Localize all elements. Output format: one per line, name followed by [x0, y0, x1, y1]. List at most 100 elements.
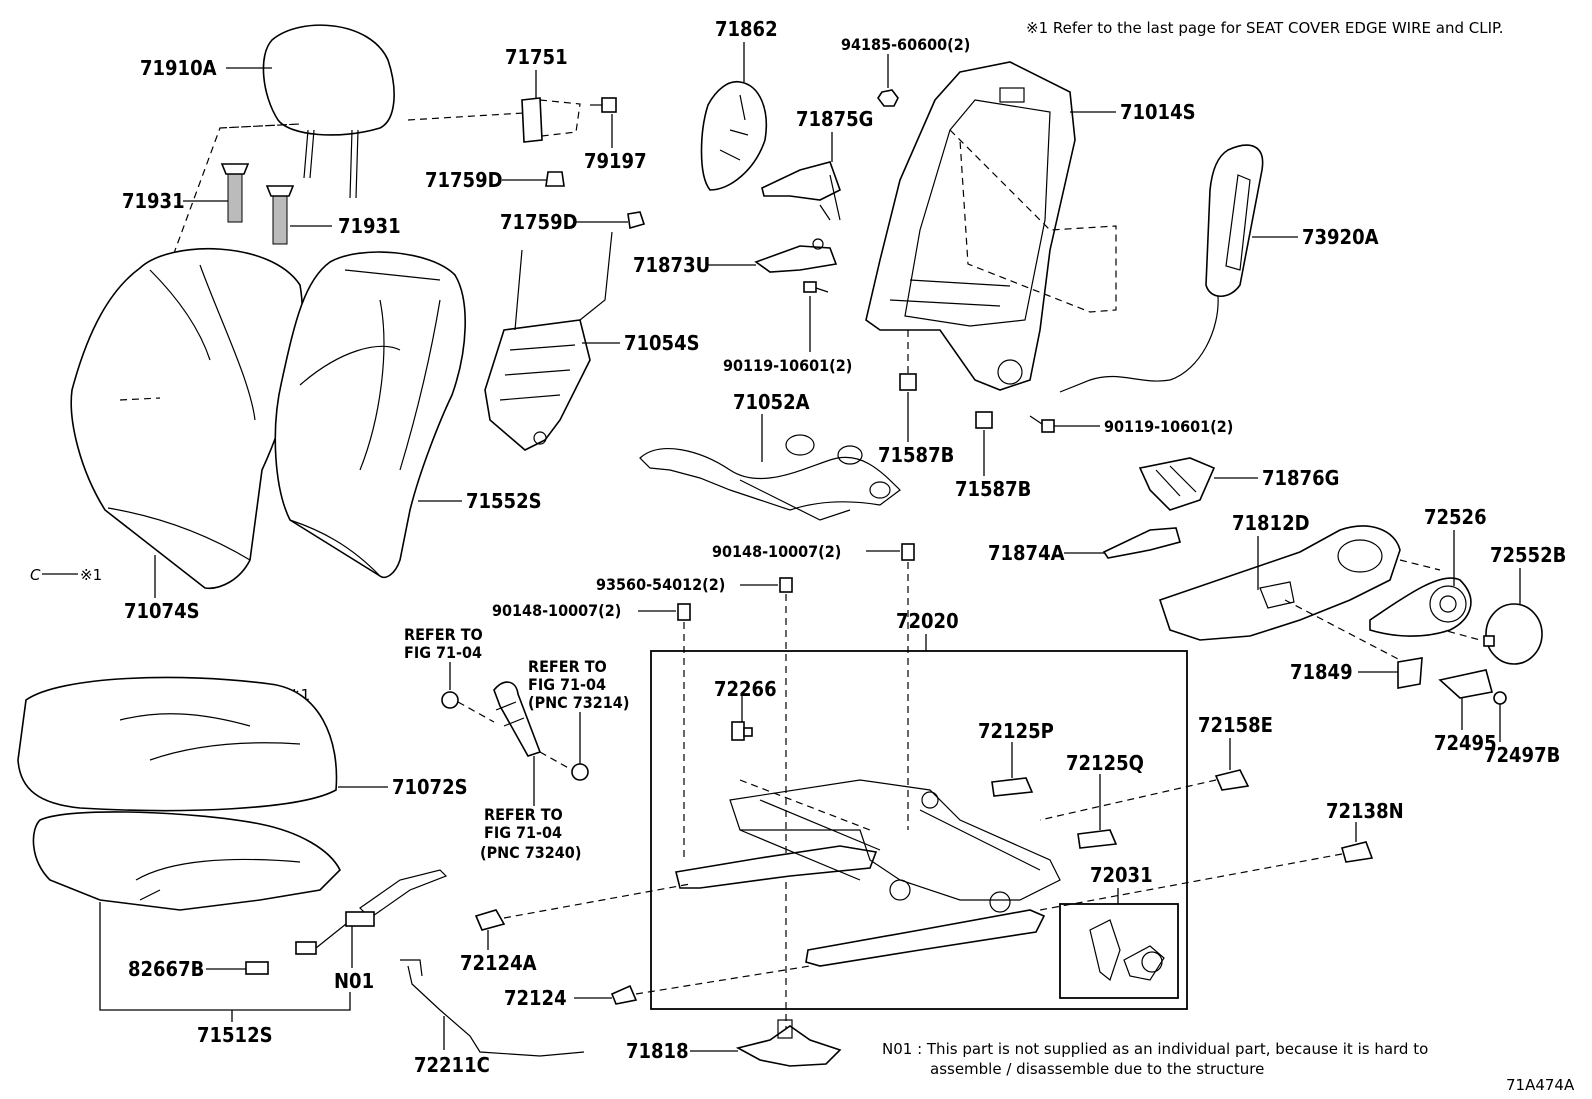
part-label-72020: 72020 — [896, 609, 959, 633]
bolt-90148-b-part[interactable] — [677, 603, 691, 621]
seatback-cover-part[interactable] — [70, 247, 304, 589]
armrest-lever-part[interactable] — [493, 681, 542, 757]
headrest-part[interactable] — [262, 24, 395, 199]
adjuster-assembly-box — [650, 650, 1188, 1010]
recliner-cover-part[interactable] — [1369, 577, 1472, 637]
bracket-71818-part[interactable] — [735, 1019, 842, 1067]
part-label-71873U: 71873U — [633, 253, 710, 277]
cover-72124-part[interactable] — [610, 984, 638, 1005]
refer-note-3-line3: (PNC 73240) — [480, 843, 581, 862]
clip-71759d-part[interactable] — [545, 171, 646, 230]
part-label-90119-10601-b: 90119-10601(2) — [1104, 417, 1233, 436]
part-label-90119-10601-a: 90119-10601(2) — [723, 356, 852, 375]
part-label-71072S: 71072S — [392, 775, 468, 799]
refer-note-1-line1: REFER TO — [404, 625, 483, 644]
connector-82667b-part[interactable] — [245, 961, 269, 975]
header-note: ※1 Refer to the last page for SEAT COVER… — [1026, 19, 1503, 37]
part-label-72211C: 72211C — [414, 1053, 490, 1077]
bolt-90119-b-part[interactable] — [1029, 415, 1055, 433]
part-label-71862: 71862 — [715, 17, 778, 41]
side-airbag-part[interactable] — [1059, 144, 1264, 393]
seatback-pad-part[interactable] — [274, 251, 466, 579]
seatback-frame-part[interactable] — [865, 61, 1117, 391]
part-label-71874A: 71874A — [988, 541, 1065, 565]
side-airbag-cover-part[interactable] — [700, 80, 767, 191]
refer-note-2-line1: REFER TO — [528, 657, 607, 676]
seat-heater-harness-part[interactable] — [639, 434, 901, 521]
part-label-72526: 72526 — [1424, 505, 1487, 529]
headrest-guide-part[interactable] — [220, 163, 295, 245]
bolt-90148-a-part[interactable] — [901, 543, 915, 561]
clip-72125q-part[interactable] — [1077, 829, 1118, 849]
screw-93560-part[interactable] — [779, 577, 793, 593]
bracket-72031-part[interactable] — [1089, 919, 1165, 982]
bracket-71874a-part[interactable] — [1102, 527, 1181, 559]
bracket-71875g-part[interactable] — [761, 161, 841, 221]
part-label-71931-a: 71931 — [122, 189, 185, 213]
bracket-72266-part[interactable] — [731, 721, 753, 741]
part-label-71512S: 71512S — [197, 1023, 273, 1047]
part-label-71876G: 71876G — [1262, 466, 1339, 490]
refer-note-1-line2: FIG 71-04 — [404, 643, 482, 662]
seat-cushion-cover-part[interactable] — [17, 676, 338, 812]
part-label-72031: 72031 — [1090, 863, 1153, 887]
lock-bracket-part[interactable] — [521, 97, 617, 143]
part-label-73920A: 73920A — [1302, 225, 1379, 249]
part-label-71849: 71849 — [1290, 660, 1353, 684]
clip-71587b-part[interactable] — [899, 373, 993, 429]
part-label-72125Q: 72125Q — [1066, 751, 1144, 775]
seat-shield-part[interactable] — [1158, 525, 1401, 641]
bolt-90119-a-part[interactable] — [803, 281, 829, 293]
refer-note-3-line1: REFER TO — [484, 805, 563, 824]
part-label-94185-60600: 94185-60600(2) — [841, 35, 970, 54]
part-label-72552B: 72552B — [1490, 543, 1566, 567]
cover-72495-part[interactable] — [1438, 669, 1494, 699]
bracket-71873u-part[interactable] — [754, 238, 838, 273]
part-label-79197: 79197 — [584, 149, 647, 173]
clip-72125p-part[interactable] — [991, 777, 1034, 797]
seat-adjuster-part[interactable] — [675, 779, 1061, 967]
sub-assembly-box — [1059, 903, 1179, 999]
part-label-72124: 72124 — [504, 986, 567, 1010]
part-label-71759D-a: 71759D — [425, 168, 503, 192]
figure-code: 71A474A — [1506, 1076, 1575, 1094]
refer-note-3-line2: FIG 71-04 — [484, 823, 562, 842]
refer-note-2-line3: (PNC 73214) — [528, 693, 629, 712]
part-label-71875G: 71875G — [796, 107, 873, 131]
part-label-71552S: 71552S — [466, 489, 542, 513]
part-label-72266: 72266 — [714, 677, 777, 701]
nut-94185-part[interactable] — [877, 89, 899, 107]
nut-refer-2[interactable] — [571, 763, 589, 781]
cover-72124a-part[interactable] — [474, 909, 506, 931]
part-label-71587B-b: 71587B — [955, 477, 1031, 501]
lumbar-support-part[interactable] — [484, 231, 613, 451]
part-label-90148-10007-a: 90148-10007(2) — [712, 542, 841, 561]
part-label-72138N: 72138N — [1326, 799, 1404, 823]
cover-72138n-part[interactable] — [1341, 841, 1374, 863]
clip-mark-ref-1: ※1 — [80, 566, 102, 584]
nut-refer-1[interactable] — [441, 691, 459, 709]
part-label-93560-54012: 93560-54012(2) — [596, 575, 725, 594]
part-label-71014S: 71014S — [1120, 100, 1196, 124]
seat-cushion-pad-part[interactable] — [32, 811, 341, 911]
screw-72497b-part[interactable] — [1493, 691, 1507, 705]
part-label-72158E: 72158E — [1198, 713, 1273, 737]
cushion-harness-part[interactable] — [295, 869, 448, 955]
bracket-71876g-part[interactable] — [1138, 457, 1216, 511]
part-label-71751: 71751 — [505, 45, 568, 69]
refer-note-2-line2: FIG 71-04 — [528, 675, 606, 694]
part-label-82667B: 82667B — [128, 957, 204, 981]
cover-71849-part[interactable] — [1397, 657, 1423, 689]
part-label-72495: 72495 — [1434, 731, 1497, 755]
footnote-line2: assemble / disassemble due to the struct… — [930, 1060, 1264, 1078]
cushion-wire-part[interactable] — [400, 959, 585, 1057]
part-label-71759D-b: 71759D — [500, 210, 578, 234]
part-label-72497B: 72497B — [1484, 743, 1560, 767]
knob-72552b-part[interactable] — [1483, 603, 1543, 665]
part-label-71931-b: 71931 — [338, 214, 401, 238]
part-label-71818: 71818 — [626, 1039, 689, 1063]
cover-72158e-part[interactable] — [1214, 769, 1250, 791]
part-label-72125P: 72125P — [978, 719, 1054, 743]
part-label-N01: N01 — [334, 969, 374, 993]
